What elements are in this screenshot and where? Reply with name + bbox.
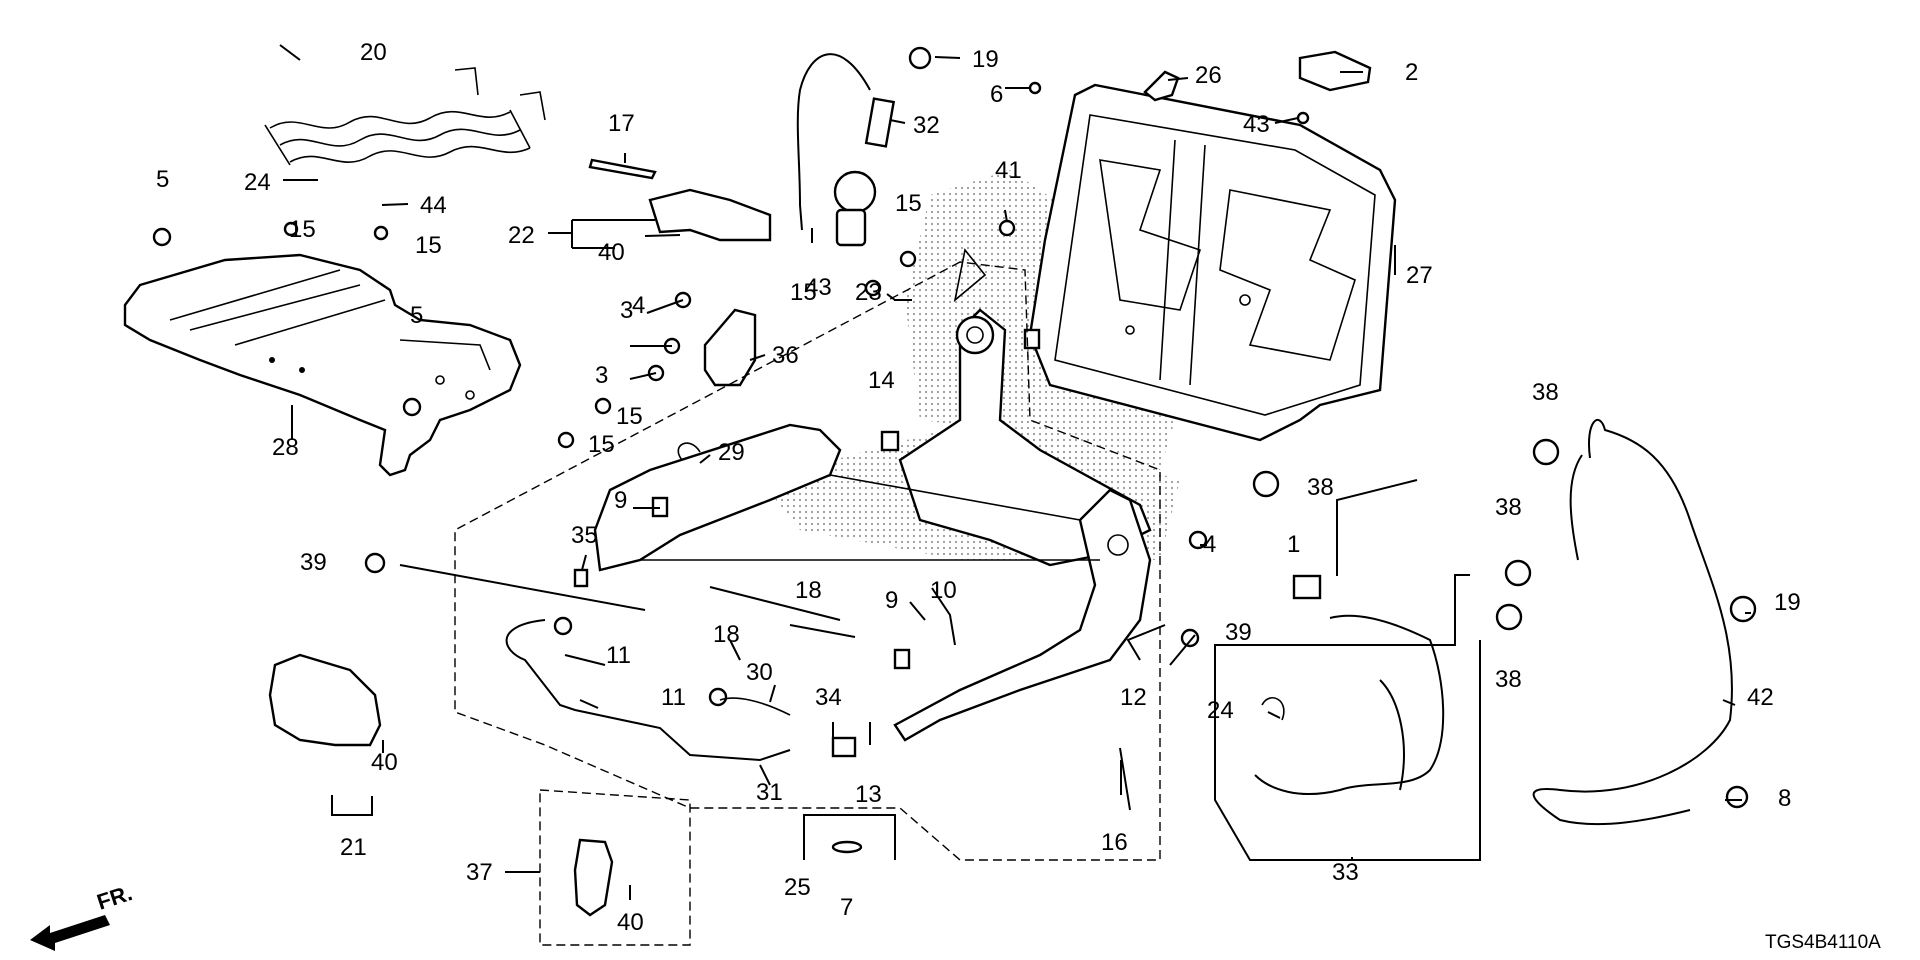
label-26: 26	[1195, 62, 1222, 89]
label-38d: 38	[1495, 666, 1522, 693]
label-34: 34	[815, 684, 842, 711]
cover-37	[573, 838, 614, 917]
label-18a: 18	[713, 621, 740, 648]
label-2: 2	[1405, 59, 1418, 86]
leader-lines	[279, 44, 1751, 900]
harness-33	[1254, 614, 1445, 796]
label-18b: 18	[795, 577, 822, 604]
label-27: 27	[1406, 262, 1433, 289]
label-12: 12	[1120, 684, 1147, 711]
fasteners	[152, 46, 1757, 854]
label-9b: 9	[885, 587, 898, 614]
label-5b: 5	[410, 302, 423, 329]
label-38b: 38	[1307, 474, 1334, 501]
actuator-32	[864, 97, 896, 148]
label-9a: 9	[614, 487, 627, 514]
label-29: 29	[718, 439, 745, 466]
label-15f: 15	[895, 190, 922, 217]
label-15c: 15	[616, 403, 643, 430]
seat-cushion-frame	[123, 253, 522, 477]
label-30: 30	[746, 659, 773, 686]
label-8: 8	[1778, 785, 1791, 812]
label-32: 32	[913, 112, 940, 139]
label-5a: 5	[156, 166, 169, 193]
label-15a: 15	[289, 216, 316, 243]
label-20: 20	[360, 39, 387, 66]
plate-36	[703, 308, 757, 387]
part-26	[1143, 70, 1180, 102]
label-11a: 11	[606, 642, 631, 669]
label-13: 13	[855, 781, 882, 808]
label-7: 7	[840, 894, 853, 921]
label-10: 10	[930, 577, 957, 604]
label-17: 17	[608, 110, 635, 137]
cover-21	[268, 653, 382, 747]
label-15d: 15	[588, 431, 615, 458]
label-1: 1	[1287, 531, 1300, 558]
release-rod	[505, 619, 791, 762]
label-43a: 43	[805, 274, 832, 301]
label-11b: 11	[661, 684, 686, 711]
label-16: 16	[1101, 829, 1128, 856]
direction-label: FR.	[94, 880, 135, 915]
label-3a: 3	[620, 297, 633, 324]
label-15b: 15	[415, 232, 442, 259]
callout-labels: 1 2 3 3 4 4 5 5 6 7 8 9 9 10 11 11 12 13…	[156, 39, 1801, 936]
seatback-frame	[1028, 83, 1397, 442]
label-24b: 24	[1207, 697, 1234, 724]
label-19a: 19	[972, 46, 999, 73]
seat-adjuster-assembly	[593, 248, 1152, 742]
label-24a: 24	[244, 169, 271, 196]
label-39b: 39	[1225, 619, 1252, 646]
label-35: 35	[571, 522, 598, 549]
diagram-code: TGS4B4110A	[1765, 932, 1881, 953]
label-44: 44	[420, 192, 447, 219]
label-3b: 3	[595, 362, 608, 389]
label-38c: 38	[1495, 494, 1522, 521]
label-6: 6	[990, 81, 1003, 108]
label-15e: 15	[790, 279, 817, 306]
label-42: 42	[1747, 684, 1774, 711]
label-40c: 40	[617, 909, 644, 936]
label-40a: 40	[598, 239, 625, 266]
label-23: 23	[855, 279, 882, 306]
label-37: 37	[466, 859, 493, 886]
label-41: 41	[995, 157, 1022, 184]
label-19b: 19	[1774, 589, 1801, 616]
label-14: 14	[868, 367, 895, 394]
label-43b: 43	[1243, 111, 1270, 138]
label-4b: 4	[1203, 531, 1216, 558]
seat-spring-mat	[264, 67, 546, 166]
group-outlines	[454, 261, 1481, 946]
label-38a: 38	[1532, 379, 1559, 406]
cable-32	[796, 53, 871, 231]
label-21: 21	[340, 834, 367, 861]
cover-22	[648, 188, 772, 242]
front-direction-arrow: FR.	[30, 880, 135, 951]
label-33: 33	[1332, 859, 1359, 886]
label-25: 25	[784, 874, 811, 901]
label-31: 31	[756, 779, 783, 806]
label-36: 36	[772, 342, 799, 369]
label-22: 22	[508, 222, 535, 249]
motor-32	[833, 170, 877, 214]
cable-42	[1532, 418, 1733, 826]
cap-2	[1298, 50, 1372, 92]
label-4a: 4	[632, 292, 645, 319]
label-40b: 40	[371, 749, 398, 776]
part-17	[588, 158, 657, 180]
label-39a: 39	[300, 549, 327, 576]
label-28: 28	[272, 434, 299, 461]
